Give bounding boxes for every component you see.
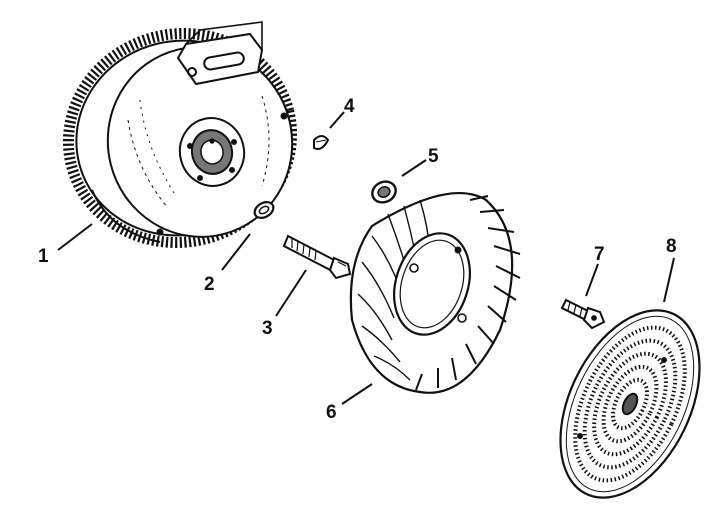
callout-2: 2 [204,274,215,295]
callout-numbers: 1 2 3 4 5 6 7 8 [38,96,677,423]
screw-part [560,298,606,330]
callout-8: 8 [666,236,677,257]
bolt-part [282,234,352,280]
flywheel-part [62,21,298,248]
nut-part [371,180,397,204]
callout-1: 1 [38,246,49,267]
fan-part [349,192,521,394]
leader-lines [57,111,675,405]
washer-part [253,201,275,219]
callout-6: 6 [326,402,337,423]
callout-4: 4 [344,96,355,117]
key-part [313,135,330,150]
callout-5: 5 [428,146,439,167]
callout-7: 7 [594,244,605,265]
callout-3: 3 [262,318,273,339]
screen-part [559,309,701,499]
